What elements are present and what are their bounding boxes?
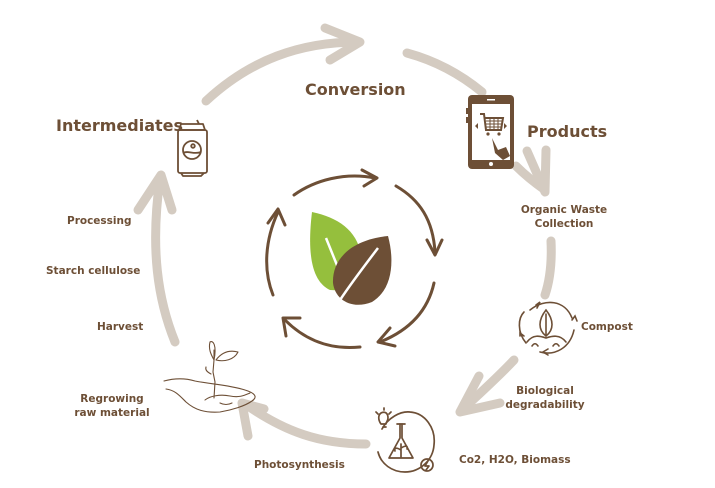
- step-regrowing-label: Regrowing raw material: [70, 392, 154, 420]
- beverage-can-icon: [177, 119, 208, 177]
- biological-line1: Biological: [516, 385, 574, 397]
- compost-cycle-icon: [518, 301, 578, 356]
- arrow-head-intermediates: [133, 170, 177, 215]
- step-biological-label: Biological degradability: [505, 384, 585, 412]
- organic-waste-line2: Collection: [534, 218, 594, 230]
- smartphone-shopping-cart-icon: [466, 95, 514, 169]
- arrow-harvest-to-intermediates: [151, 173, 180, 347]
- arrow-lab-to-hand: [240, 399, 371, 449]
- hand-seedling-icon: [163, 341, 256, 413]
- stage-conversion-label: Conversion: [305, 80, 406, 99]
- arrow-head-waste: [522, 145, 551, 197]
- step-starch-label: Starch cellulose: [46, 265, 141, 277]
- arrow-head-lab: [455, 371, 505, 417]
- arrow-head-hand: [237, 398, 269, 441]
- step-processing-label: Processing: [67, 215, 132, 227]
- regrowing-line1: Regrowing: [80, 393, 144, 405]
- stage-intermediates-label: Intermediates: [56, 116, 184, 135]
- step-organic-waste-label: Organic Waste Collection: [515, 203, 613, 231]
- step-compost-label: Compost: [581, 321, 633, 333]
- biological-line2: degradability: [505, 399, 585, 411]
- center-recycle-icon: [265, 168, 444, 350]
- stage-products-label: Products: [527, 122, 608, 141]
- organic-waste-line1: Organic Waste: [520, 204, 608, 216]
- regrowing-line2: raw material: [74, 407, 150, 419]
- step-harvest-label: Harvest: [97, 321, 144, 333]
- step-co2-label: Co2, H2O, Biomass: [459, 454, 571, 466]
- arrow-conversion-to-products: [402, 48, 487, 97]
- flask-plant-icon: [375, 407, 436, 473]
- arrow-intermediates-to-conversion: [201, 37, 363, 106]
- brown-leaf-vein: [338, 247, 379, 301]
- arrow-waste-to-compost: [540, 236, 556, 300]
- step-photosynthesis-label: Photosynthesis: [254, 459, 345, 471]
- arrow-head-conversion: [320, 23, 365, 65]
